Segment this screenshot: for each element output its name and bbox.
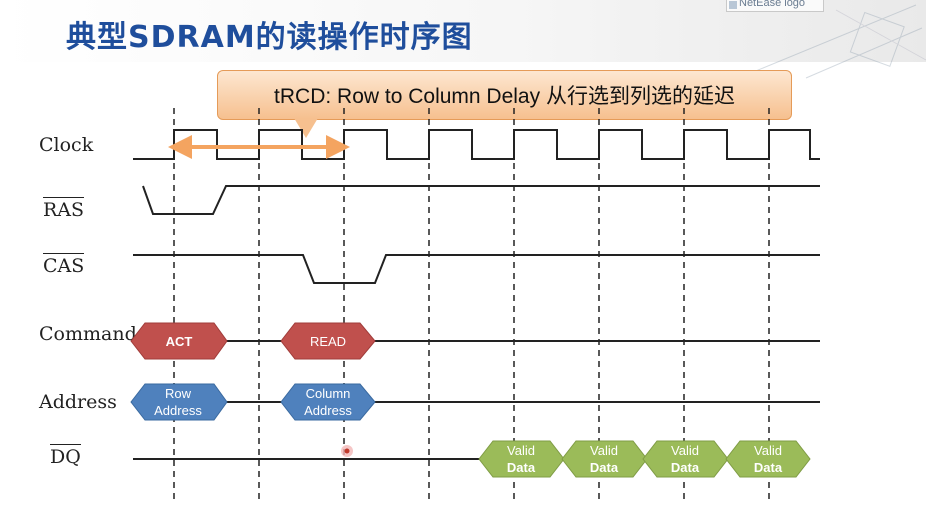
ras-waveform xyxy=(142,185,820,215)
slide-title: 典型SDRAM的读操作时序图 xyxy=(66,20,473,55)
valid-data-block xyxy=(725,440,811,478)
read-command-block xyxy=(280,322,376,360)
trcd-callout: tRCD: Row to Column Delay 从行选到列选的延迟 xyxy=(217,70,792,120)
valid-data-line2: Data xyxy=(507,460,536,475)
dq-bus: Valid Data Valid Data Valid Data Valid D… xyxy=(133,440,811,478)
valid-data-line1: Valid xyxy=(754,443,782,458)
logo-alt-text: NetEase logo xyxy=(739,0,806,9)
cas-waveform xyxy=(133,254,820,284)
valid-data-line1: Valid xyxy=(671,443,699,458)
cursor-highlight xyxy=(341,445,353,457)
row-address-line2: Address xyxy=(154,403,202,418)
valid-data-line1: Valid xyxy=(590,443,618,458)
command-bus: ACT READ xyxy=(130,322,820,360)
valid-data-line2: Data xyxy=(754,460,783,475)
address-bus: Row Address Column Address xyxy=(130,383,820,421)
column-address-line2: Address xyxy=(304,403,352,418)
label-ras: RAS xyxy=(43,197,85,221)
act-command-block xyxy=(130,322,228,360)
row-address-block xyxy=(130,383,228,421)
label-clock: Clock xyxy=(39,134,94,156)
label-cas: CAS xyxy=(43,253,85,277)
clock-waveform xyxy=(133,129,820,160)
netease-logo-placeholder: NetEase logo xyxy=(726,0,824,12)
act-label: ACT xyxy=(166,334,193,349)
read-label: READ xyxy=(310,334,346,349)
valid-data-line2: Data xyxy=(590,460,619,475)
row-address-line1: Row xyxy=(165,386,192,401)
column-address-block xyxy=(280,383,376,421)
callout-pointer xyxy=(294,118,318,138)
callout-text: tRCD: Row to Column Delay 从行选到列选的延迟 xyxy=(274,85,735,108)
valid-data-line1: Valid xyxy=(507,443,535,458)
label-address: Address xyxy=(39,391,117,413)
valid-data-line2: Data xyxy=(671,460,700,475)
broken-image-icon xyxy=(729,1,737,9)
drafting-tools-decoration xyxy=(745,4,926,79)
column-address-line1: Column xyxy=(306,386,351,401)
label-command: Command xyxy=(39,323,137,345)
label-dq: DQ xyxy=(50,444,81,468)
